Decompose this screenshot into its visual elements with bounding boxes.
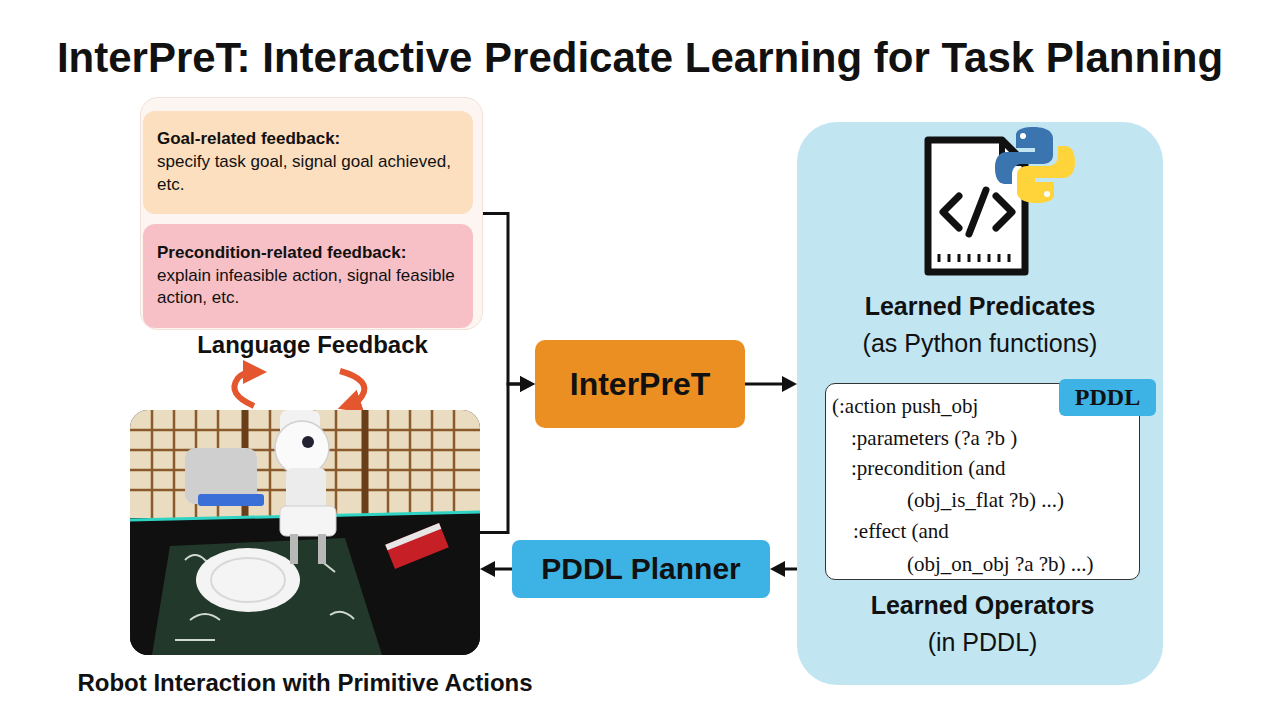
arrowhead — [782, 376, 797, 392]
panel-subheading: (as Python functions) — [797, 329, 1163, 358]
box-body: explain infeasible action, signal feasib… — [157, 265, 459, 311]
connector-line — [483, 214, 522, 385]
connector — [770, 561, 797, 577]
connector — [480, 561, 512, 577]
process-label: InterPreT — [570, 366, 710, 403]
code-box: (:action push_obj :parameters (?a ?b ) :pr… — [825, 383, 1140, 580]
title: InterPreT: Interactive Predicate Learnin… — [0, 34, 1280, 82]
arrowhead — [770, 561, 785, 577]
feedback-box: Goal-related feedback:specify task goal,… — [143, 111, 473, 214]
planner-box: PDDL Planner — [512, 540, 770, 598]
panel-heading: Learned Predicates — [797, 292, 1163, 321]
language-badge: PDDL — [1059, 379, 1156, 416]
box-body: specify task goal, signal goal achieved,… — [157, 151, 459, 197]
box-heading: Goal-related feedback: — [157, 128, 459, 151]
arrowhead — [520, 376, 535, 392]
photo-clip — [130, 410, 480, 655]
connector-line — [745, 383, 784, 386]
box-heading: Learned Operators — [826, 591, 1139, 620]
process-box: InterPreT — [535, 340, 745, 428]
connector — [480, 376, 535, 533]
panel-heading: Language Feedback — [121, 331, 504, 359]
arrowhead — [480, 561, 495, 577]
code-line: :precondition (and — [851, 456, 1006, 480]
photo-caption: Robot Interaction with Primitive Actions — [77, 669, 532, 697]
box-heading: Precondition-related feedback: — [157, 242, 459, 265]
code-line: :parameters (?a ?b ) — [851, 426, 1017, 450]
output-panel: Learned Predicates (as Python functions) (… — [797, 122, 1163, 685]
feedback-panel: Language FeedbackGoal-related feedback:s… — [140, 97, 483, 330]
code-line: (obj_is_flat ?b) ...) — [907, 488, 1064, 512]
loop-arrow — [234, 372, 254, 406]
code-line: (obj_on_obj ?a ?b) ...) — [907, 552, 1094, 576]
connector-line — [493, 568, 512, 571]
loop-arrow — [340, 371, 364, 404]
connector — [745, 376, 797, 392]
code-line: (:action push_obj — [832, 394, 978, 418]
connector-line — [783, 568, 797, 571]
connector — [483, 214, 535, 393]
connector-line — [480, 384, 522, 533]
arrowhead — [520, 376, 535, 392]
box-subheading: (in PDDL) — [826, 628, 1139, 657]
code-line: :effect (and — [853, 519, 949, 543]
badge-label: PDDL — [1075, 384, 1140, 411]
planner-label: PDDL Planner — [541, 552, 741, 586]
photo-frame: Robot Interaction with Primitive Actions — [130, 410, 480, 655]
robot-photo — [130, 410, 480, 655]
feedback-box: Precondition-related feedback:explain in… — [143, 224, 473, 328]
